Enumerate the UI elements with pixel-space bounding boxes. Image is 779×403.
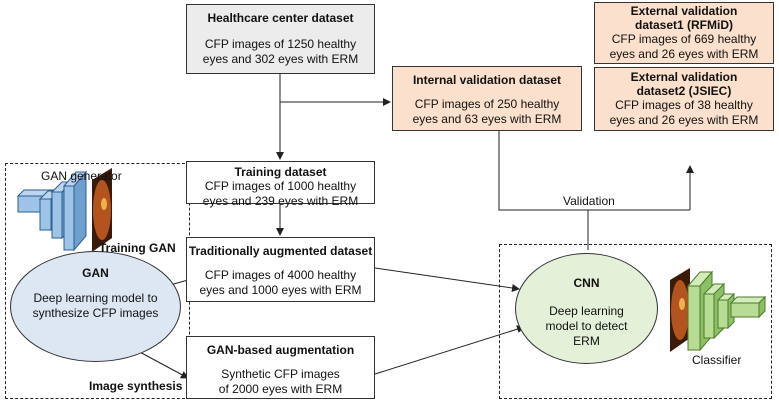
box-title: GAN-based augmentation bbox=[206, 343, 355, 357]
box-body: CFP images of 1250 healthy eyes and 302 … bbox=[202, 37, 359, 66]
internal-validation-dataset-box: Internal validation dataset CFP images o… bbox=[392, 66, 582, 131]
traditionally-augmented-dataset-box: Traditionally augmented dataset CFP imag… bbox=[186, 237, 375, 302]
box-title: Training dataset bbox=[234, 165, 327, 179]
arrow-traditional-to-cnn bbox=[374, 267, 520, 292]
arrow-ganaug-to-cnn bbox=[374, 325, 525, 375]
box-body: CFP images of 38 healthy eyes and 26 eye… bbox=[609, 98, 759, 127]
box-title: External validation dataset1 (RFMiD) bbox=[630, 4, 738, 32]
training-dataset-box: Training dataset CFP images of 1000 heal… bbox=[186, 161, 375, 208]
box-title: External validation dataset2 (JSIEC) bbox=[630, 70, 738, 98]
fundus-image-icon-classifier bbox=[670, 268, 690, 352]
gan-based-augmentation-box: GAN-based augmentation Synthetic CFP ima… bbox=[186, 336, 375, 399]
box-body: CFP images of 250 healthy eyes and 63 ey… bbox=[412, 97, 562, 126]
cnn-ellipse: CNN Deep learning model to detect ERM bbox=[515, 253, 658, 364]
training-gan-label: Training GAN bbox=[99, 241, 176, 255]
classifier-icon bbox=[686, 270, 767, 352]
box-body: CFP images of 669 healthy eyes and 26 ey… bbox=[609, 32, 759, 61]
cnn-title: CNN bbox=[573, 276, 600, 290]
arrow-gan-to-ganaug bbox=[135, 349, 189, 379]
gan-generator-label: GAN generator bbox=[41, 169, 122, 183]
gan-generator-icon bbox=[16, 170, 88, 252]
validation-label: Validation bbox=[563, 194, 615, 208]
gan-title: GAN bbox=[82, 266, 109, 280]
healthcare-center-dataset-box: Healthcare center dataset CFP images of … bbox=[186, 4, 375, 74]
external-validation-dataset1-box: External validation dataset1 (RFMiD) CFP… bbox=[594, 2, 774, 64]
fundus-image-icon bbox=[92, 168, 112, 252]
box-title: Healthcare center dataset bbox=[207, 11, 354, 25]
cnn-description: Deep learning model to detect ERM bbox=[545, 304, 628, 348]
box-title: Traditionally augmented dataset bbox=[188, 244, 373, 258]
box-title: Internal validation dataset bbox=[412, 73, 562, 87]
box-body: Synthetic CFP images of 2000 eyes with E… bbox=[218, 367, 343, 396]
validation-connector bbox=[498, 118, 589, 250]
gan-ellipse: GAN Deep learning model to synthesize CF… bbox=[10, 251, 181, 362]
external-validation-dataset2-box: External validation dataset2 (JSIEC) CFP… bbox=[594, 67, 774, 131]
classifier-label: Classifier bbox=[692, 353, 742, 367]
gan-description: Deep learning model to synthesize CFP im… bbox=[32, 291, 159, 320]
box-body: CFP images of 1000 healthy eyes and 239 … bbox=[202, 179, 359, 208]
image-synthesis-label: Image synthesis bbox=[89, 379, 183, 393]
cnn-group bbox=[499, 244, 772, 399]
box-body: CFP images of 4000 healthy eyes and 1000… bbox=[199, 268, 362, 297]
